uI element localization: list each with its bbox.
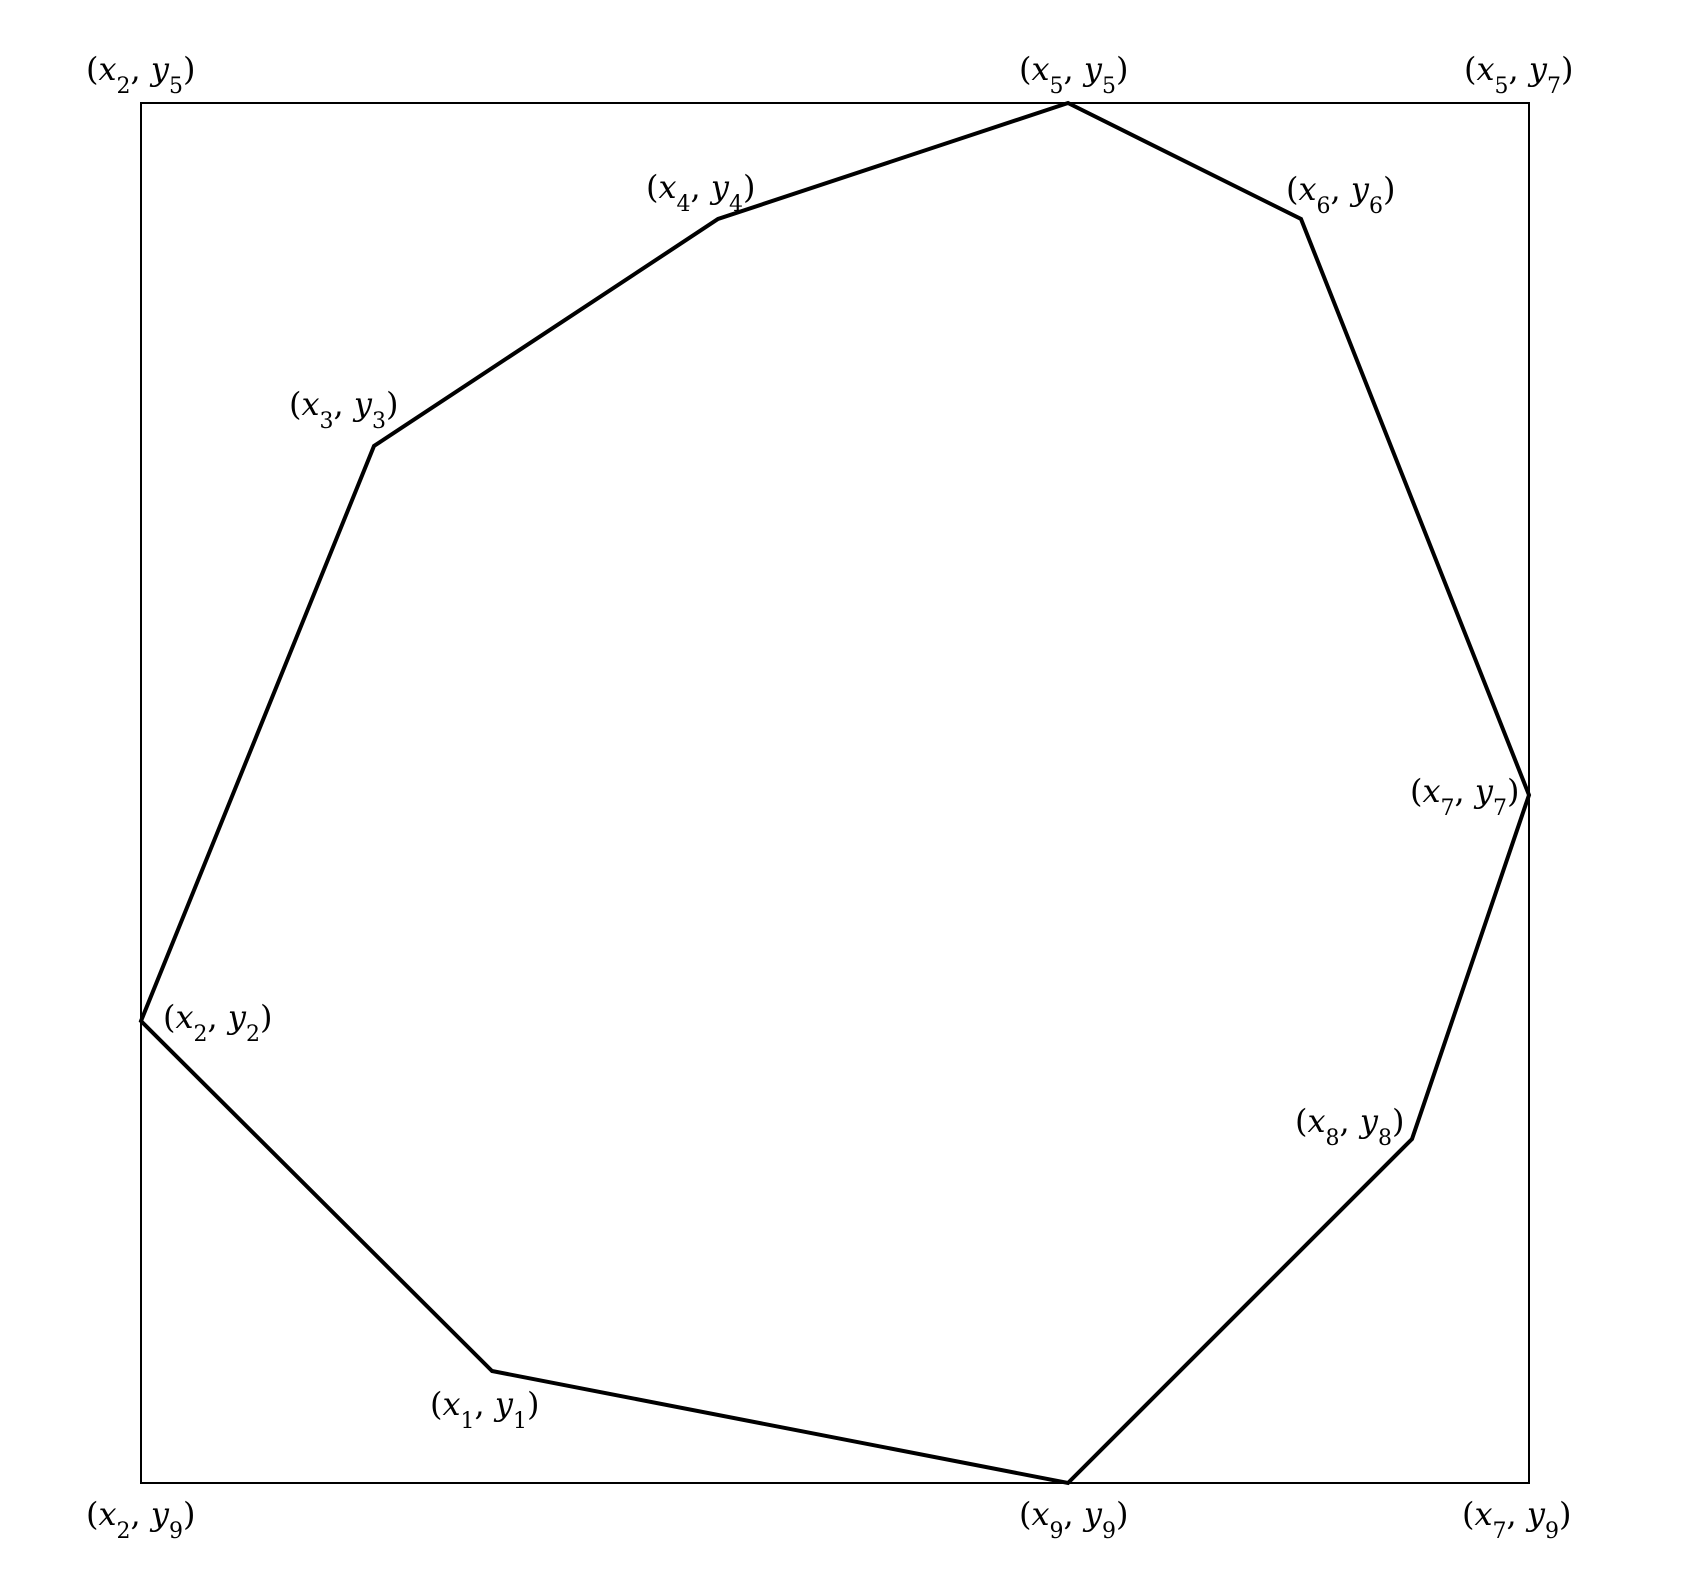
vertex-label-2: (x2, y2) [163,998,272,1047]
polygon-outline [138,100,1532,1486]
corner-label-top-right: (x5, y7) [1464,50,1573,99]
vertex-label-6: (x6, y6) [1286,170,1395,219]
corner-label-bottom-right: (x7, y9) [1462,1495,1571,1544]
vertex-label-1: (x1, y1) [430,1385,539,1434]
vertex-label-8: (x8, y8) [1295,1102,1404,1151]
vertex-label-5: (x5, y5) [1019,50,1128,99]
corner-label-bottom-left: (x2, y9) [86,1495,195,1544]
vertex-label-7: (x7, y7) [1410,772,1519,821]
vertex-label-4: (x4, y4) [646,168,755,217]
corner-label-top-left: (x2, y5) [86,50,195,99]
bounding-box [140,102,1530,1484]
vertex-label-9: (x9, y9) [1019,1495,1128,1544]
vertex-label-3: (x3, y3) [289,385,398,434]
